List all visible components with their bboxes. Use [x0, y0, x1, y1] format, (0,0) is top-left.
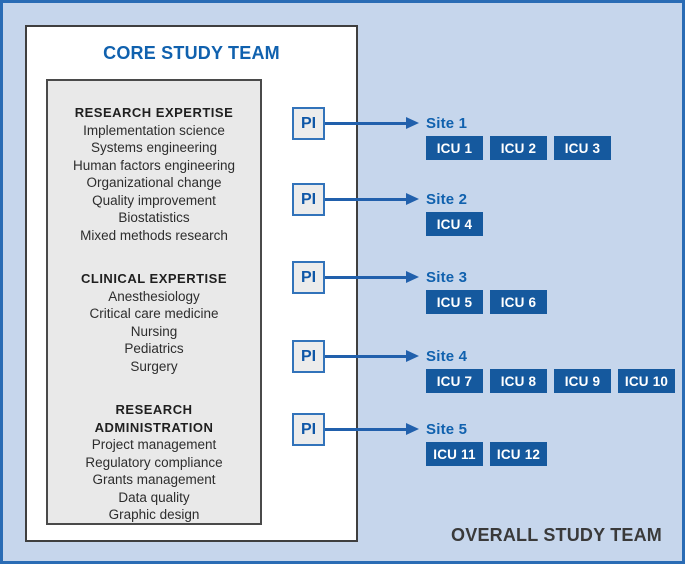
expertise-item: Graphic design — [108, 507, 200, 522]
site-label: Site 3 — [426, 269, 468, 286]
arrow-connector — [325, 122, 409, 125]
icu-badge: ICU 4 — [426, 212, 483, 236]
site-row-2: PI Site 2 ICU 4 — [3, 183, 682, 236]
expertise-item: Implementation science — [83, 122, 225, 138]
section-heading: CLINICAL EXPERTISE — [80, 271, 227, 286]
site-label: Site 1 — [426, 115, 468, 132]
icu-row: ICU 7 ICU 8 ICU 9 ICU 10 — [426, 369, 675, 393]
expertise-item: Quality improvement — [92, 192, 216, 208]
icu-row: ICU 5 ICU 6 — [426, 290, 547, 314]
icu-row: ICU 1 ICU 2 ICU 3 — [426, 136, 611, 160]
icu-badge: ICU 8 — [490, 369, 547, 393]
core-study-team-title: CORE STUDY TEAM — [103, 43, 280, 63]
arrowhead-icon — [406, 271, 419, 283]
expertise-item: Organizational change — [86, 175, 222, 190]
icu-badge: ICU 12 — [490, 442, 547, 466]
expertise-item: Nursing — [130, 323, 178, 339]
pi-box: PI — [292, 340, 325, 373]
pi-box: PI — [292, 413, 325, 446]
icu-badge: ICU 2 — [490, 136, 547, 160]
icu-badge: ICU 1 — [426, 136, 483, 160]
site-label: Site 2 — [426, 191, 468, 208]
arrowhead-icon — [406, 350, 419, 362]
arrowhead-icon — [406, 423, 419, 435]
pi-box: PI — [292, 183, 325, 216]
expertise-item: Critical care medicine — [89, 306, 219, 321]
expertise-item: Grants management — [92, 472, 216, 487]
arrow-connector — [325, 276, 409, 279]
site-group-5: Site 5 ICU 11 ICU 12 — [426, 420, 547, 466]
expertise-item: Biostatistics — [118, 210, 190, 225]
expertise-item: Human factors engineering — [72, 157, 236, 173]
site-label: Site 5 — [426, 421, 468, 438]
icu-row: ICU 11 ICU 12 — [426, 442, 547, 466]
expertise-item: Data quality — [118, 489, 190, 505]
icu-badge: ICU 10 — [618, 369, 675, 393]
expertise-item: Systems engineering — [90, 140, 218, 155]
arrow-connector — [325, 428, 409, 431]
section-research-administration: RESEARCH ADMINISTRATION Project manageme… — [48, 401, 260, 524]
icu-badge: ICU 9 — [554, 369, 611, 393]
site-group-4: Site 4 ICU 7 ICU 8 ICU 9 ICU 10 — [426, 347, 675, 393]
icu-row: ICU 4 — [426, 212, 483, 236]
section-heading: RESEARCH ADMINISTRATION — [94, 402, 214, 435]
site-row-5: PI Site 5 ICU 11 ICU 12 — [3, 413, 682, 466]
site-row-3: PI Site 3 ICU 5 ICU 6 — [3, 261, 682, 314]
pi-box: PI — [292, 107, 325, 140]
expertise-item: Mixed methods research — [80, 227, 228, 243]
site-group-1: Site 1 ICU 1 ICU 2 ICU 3 — [426, 114, 611, 160]
site-group-3: Site 3 ICU 5 ICU 6 — [426, 268, 547, 314]
section-heading: RESEARCH EXPERTISE — [74, 105, 234, 120]
arrowhead-icon — [406, 193, 419, 205]
site-row-4: PI Site 4 ICU 7 ICU 8 ICU 9 ICU 10 — [3, 340, 682, 393]
icu-badge: ICU 3 — [554, 136, 611, 160]
overall-study-team-title: OVERALL STUDY TEAM — [451, 525, 662, 545]
expertise-item: Regulatory compliance — [85, 454, 223, 470]
expertise-item: Anesthesiology — [108, 288, 200, 304]
icu-badge: ICU 5 — [426, 290, 483, 314]
arrowhead-icon — [406, 117, 419, 129]
expertise-item: Project management — [91, 437, 217, 452]
icu-badge: ICU 11 — [426, 442, 483, 466]
arrow-connector — [325, 355, 409, 358]
site-row-1: PI Site 1 ICU 1 ICU 2 ICU 3 — [3, 107, 682, 160]
site-group-2: Site 2 ICU 4 — [426, 190, 483, 236]
section-clinical-expertise: CLINICAL EXPERTISE Anesthesiology Critic… — [48, 270, 260, 375]
site-label: Site 4 — [426, 348, 468, 365]
arrow-connector — [325, 198, 409, 201]
expertise-item: Pediatrics — [124, 341, 184, 356]
section-research-expertise: RESEARCH EXPERTISE Implementation scienc… — [48, 104, 260, 244]
icu-badge: ICU 7 — [426, 369, 483, 393]
pi-box: PI — [292, 261, 325, 294]
icu-badge: ICU 6 — [490, 290, 547, 314]
expertise-panel: RESEARCH EXPERTISE Implementation scienc… — [46, 79, 262, 525]
expertise-item: Surgery — [130, 358, 178, 374]
